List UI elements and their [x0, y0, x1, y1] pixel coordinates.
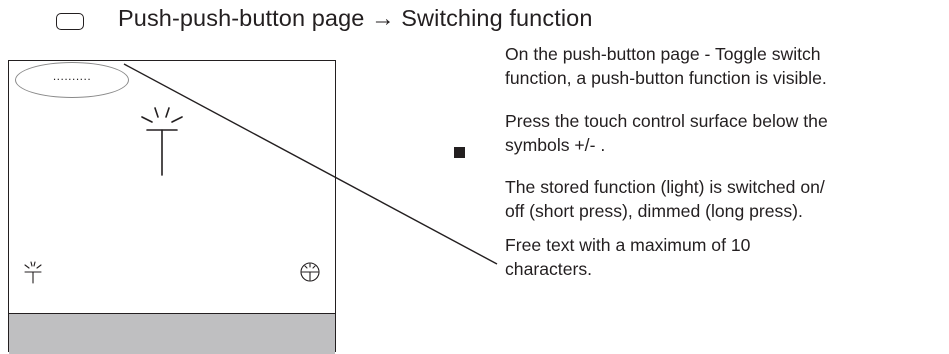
device-symbols [24, 107, 320, 284]
bullet-line-1: Press the touch control surface below th… [505, 111, 828, 131]
light-small-icon [24, 261, 42, 284]
page-title: Push-push-button page → Switching functi… [118, 5, 593, 31]
result-line-2: off (short press), dimmed (long press). [505, 201, 803, 221]
note-line-1: Free text with a maximum of 10 [505, 235, 751, 255]
bullet-square-icon [454, 147, 465, 158]
bullet-line-2: symbols +/- . [505, 135, 606, 155]
note-line-2: characters. [505, 259, 593, 279]
page-heading: Push-push-button page → Switching functi… [56, 4, 592, 38]
light-icon [141, 107, 183, 176]
intro-line-2: function, a push-button function is visi… [505, 68, 827, 88]
intro-line-1: On the push-button page - Toggle switch [505, 44, 821, 64]
device-display: .......... [8, 60, 336, 354]
rounded-rectangle-icon [56, 12, 84, 30]
device-touch-surface [9, 313, 335, 354]
result-line-1: The stored function (light) is switched … [505, 177, 825, 197]
light-bulb-icon [300, 262, 320, 282]
